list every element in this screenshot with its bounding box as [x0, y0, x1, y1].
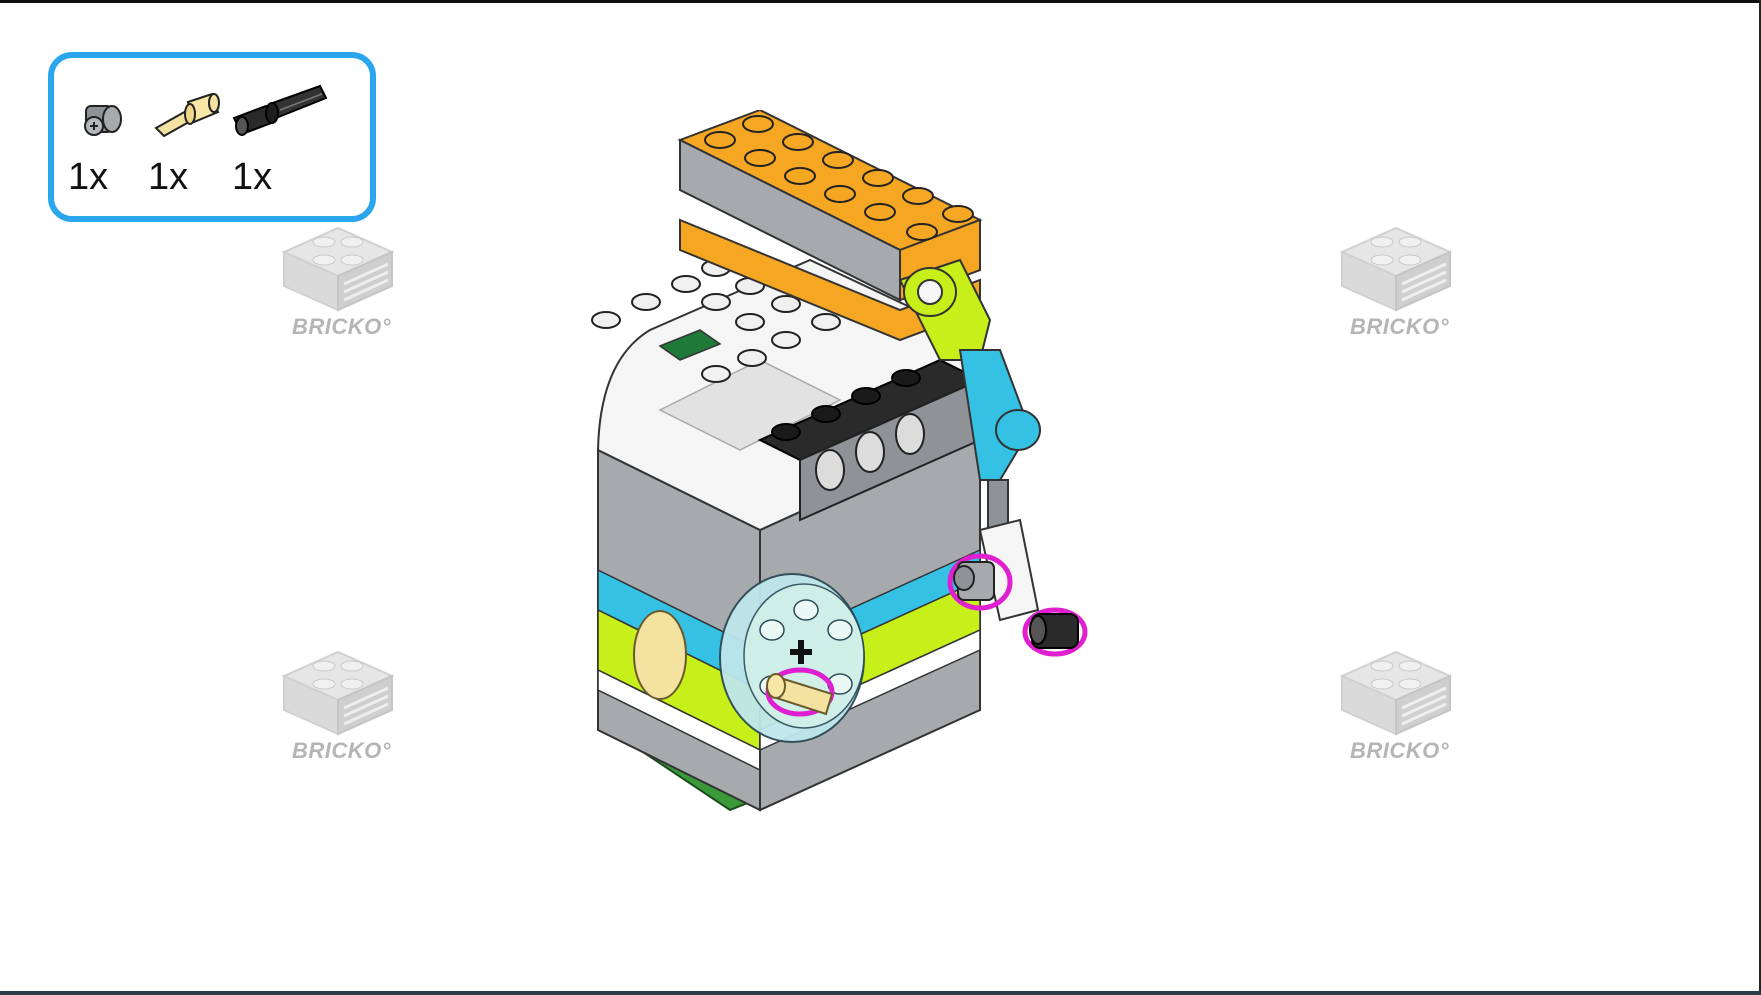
brick-logo-icon — [1339, 226, 1453, 312]
part-quantity: 1x — [68, 156, 109, 198]
black-long-pin-icon — [230, 82, 330, 142]
bricko-watermark: BRICKO° — [278, 642, 398, 772]
top-border — [0, 0, 1761, 3]
watermark-text: BRICKO° — [292, 738, 392, 763]
trans-light-blue-pulley — [719, 573, 865, 743]
bricko-watermark: BRICKO° — [1336, 218, 1456, 348]
tan-axle-pin-highlighted — [765, 667, 835, 717]
brick-logo-icon — [281, 226, 395, 312]
gray-bush-icon — [76, 88, 132, 148]
bottom-bar — [0, 991, 1761, 995]
watermark-text: BRICKO° — [1350, 314, 1450, 339]
tan-gear — [633, 610, 687, 700]
part-quantity: 1x — [148, 156, 189, 198]
hub-light — [658, 329, 722, 361]
brick-logo-icon — [281, 650, 395, 736]
right-border — [1759, 0, 1761, 995]
gray-bush-highlighted — [947, 553, 1013, 611]
brick-logo-icon — [1339, 650, 1453, 736]
tan-axle-pin-icon — [150, 88, 222, 148]
part-quantity: 1x — [232, 156, 273, 198]
bricko-watermark: BRICKO° — [278, 218, 398, 348]
watermark-text: BRICKO° — [292, 314, 392, 339]
parts-callout: 1x 1x 1x — [48, 52, 376, 222]
bricko-watermark: BRICKO° — [1336, 642, 1456, 772]
model-illustration — [560, 108, 1260, 835]
black-pin-highlighted — [1022, 607, 1088, 657]
watermark-text: BRICKO° — [1350, 738, 1450, 763]
